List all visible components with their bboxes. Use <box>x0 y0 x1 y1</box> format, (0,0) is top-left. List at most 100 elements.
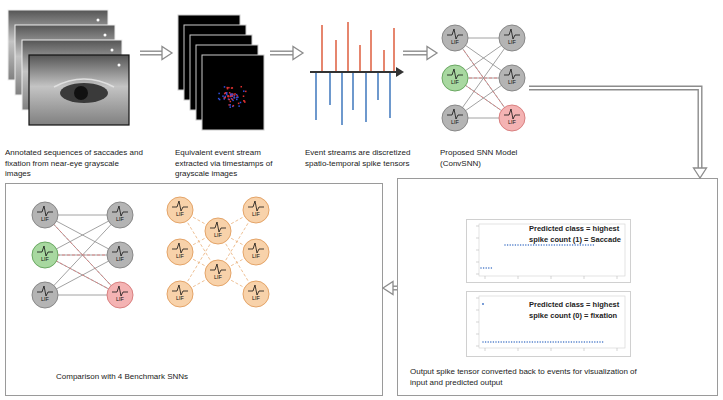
neuron-label: LIF <box>252 211 260 217</box>
output-event <box>602 341 604 343</box>
axis-tick <box>476 334 479 335</box>
output-event <box>485 341 487 343</box>
output-event <box>560 341 562 343</box>
neuron-label: LIF <box>176 211 184 217</box>
spike-icon <box>112 246 128 256</box>
neuron-label: LIF <box>176 253 184 259</box>
output-event <box>584 341 586 343</box>
output-event <box>581 341 583 343</box>
spike-icon <box>447 69 463 79</box>
spike-down <box>315 72 317 120</box>
event-dot <box>228 87 230 89</box>
axis-tick <box>551 348 552 351</box>
output-event <box>480 267 482 269</box>
time-axis <box>310 71 396 73</box>
output-event <box>571 341 573 343</box>
lif-neuron <box>243 197 269 223</box>
spike-icon <box>447 109 463 119</box>
output-event <box>577 244 579 246</box>
output-event <box>582 244 584 246</box>
event-dot <box>237 95 239 97</box>
event-dot <box>218 98 220 100</box>
flow-arrow <box>383 282 397 295</box>
arrow-shaft-inner <box>140 52 163 54</box>
neuron-label: LIF <box>176 295 184 301</box>
lif-neuron <box>205 260 231 286</box>
neuron-label: LIF <box>214 274 222 280</box>
caption-text: Proposed SNN Model (ConvSNN) <box>440 148 548 169</box>
spike-up <box>393 28 395 72</box>
arrow-head <box>694 168 707 178</box>
caption-text: Equivalent event stream extracted via ti… <box>175 148 295 180</box>
event-stream-panel: Equivalent event stream extracted via ti… <box>172 8 270 138</box>
output-event <box>574 244 576 246</box>
event-dot <box>230 94 232 96</box>
lif-neuron <box>205 218 231 244</box>
event-dot <box>229 104 231 106</box>
eyelid <box>54 79 114 87</box>
output-event <box>482 341 484 343</box>
lif-neuron <box>442 65 468 91</box>
output-event <box>542 341 544 343</box>
output-event <box>576 341 578 343</box>
output-event <box>482 303 484 305</box>
axis-tick <box>584 348 585 351</box>
event-dot <box>233 105 235 107</box>
event-dot <box>236 99 238 101</box>
output-event <box>556 244 558 246</box>
output-event <box>586 341 588 343</box>
axis-tick <box>476 346 479 347</box>
event-dot <box>241 86 243 88</box>
output-event <box>528 244 530 246</box>
spike-icon <box>248 201 264 211</box>
event-dot <box>227 96 229 98</box>
arrow-shaft-inner <box>529 88 700 169</box>
plot-annotation: Predicted class = highest spike count (1… <box>529 224 625 245</box>
lif-neuron <box>107 202 133 228</box>
spike-up <box>321 25 323 72</box>
event-dot <box>231 98 233 100</box>
axis-tick <box>617 348 618 351</box>
spike-icon <box>112 206 128 216</box>
spike-icon <box>248 285 264 295</box>
arrow-shaft <box>392 286 397 291</box>
output-event <box>585 244 587 246</box>
output-event <box>491 267 493 269</box>
arrow-shaft <box>403 51 428 56</box>
output-event <box>533 244 535 246</box>
eye-shape <box>60 83 108 103</box>
output-event <box>504 244 506 246</box>
event-dot <box>243 95 245 97</box>
glint <box>118 64 121 67</box>
output-event <box>519 341 521 343</box>
lif-neuron <box>167 197 193 223</box>
output-event <box>573 341 575 343</box>
output-event <box>550 341 552 343</box>
neuron-label: LIF <box>508 119 516 125</box>
spike-down <box>329 72 331 105</box>
neuron-label: LIF <box>451 119 459 125</box>
spike-plot <box>476 296 625 351</box>
output-event <box>512 244 514 246</box>
event-dot <box>225 96 227 98</box>
spike-tensor-panel: Event streams are discretized spatio-tem… <box>303 8 403 138</box>
spike-up <box>335 40 337 72</box>
event-dot <box>234 97 236 99</box>
axis-tick <box>617 276 618 279</box>
flow-arrow <box>403 47 437 60</box>
spike-icon <box>248 243 264 253</box>
event-dot <box>240 102 242 104</box>
flow-arrow <box>270 47 303 60</box>
spike-icon <box>172 243 188 253</box>
spike-icon <box>112 286 128 296</box>
output-event <box>554 244 556 246</box>
arrow-head <box>162 47 172 60</box>
eye-image-stack <box>8 10 129 125</box>
output-event <box>530 244 532 246</box>
neuron-label: LIF <box>451 79 459 85</box>
axis-tick <box>476 226 479 227</box>
event-dot <box>228 98 230 100</box>
lif-neuron <box>442 25 468 51</box>
spike-icon <box>504 109 520 119</box>
